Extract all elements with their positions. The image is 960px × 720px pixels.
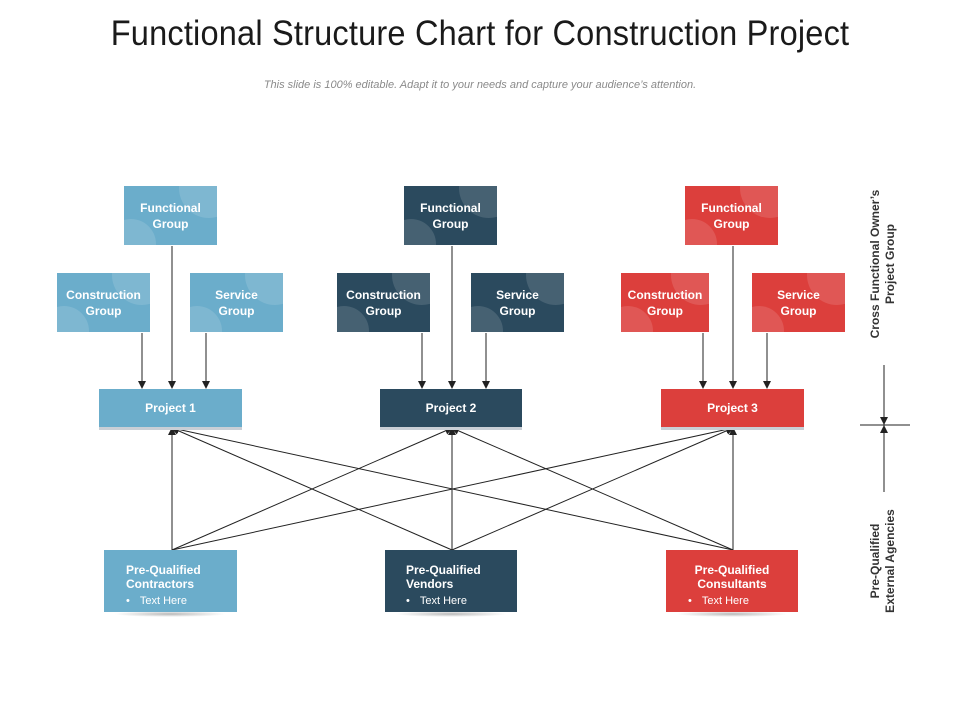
agency-bullet-consultants: •Text Here [688,595,749,607]
project-label-1: Project 1 [145,401,196,415]
functional-group-label-1: Functional [140,200,201,215]
agency-title-consultants: Pre-Qualified [694,563,770,577]
agency-box-consultants: Pre-Qualified Consultants •Text Here [666,550,798,612]
agency-subtitle-vendors: Vendors [406,577,454,591]
agency-subtitle-consultants: Consultants [697,577,767,591]
construction-group-label-3-line2: Group [646,303,683,318]
page-subtitle: This slide is 100% editable. Adapt it to… [263,79,697,91]
side-label-agencies-line1: Pre-Qualified [868,523,882,599]
functional-group-label-3: Functional [701,200,762,215]
project-box-3: Project 3 [661,389,804,427]
side-label-owners-line1: Cross Functional Owner’s [868,189,882,339]
service-group-label-3: Service [777,287,820,302]
agency-bullet-vendors: •Text Here [406,595,467,607]
agency-shadow-2 [395,611,507,617]
agency-subtitle-contractors: Contractors [126,577,195,591]
side-label-owners-group: Cross Functional Owner’s Project Group [868,184,900,344]
agency-title-vendors: Pre-Qualified [406,563,481,577]
link-consultants-project-1 [171,425,734,551]
link-consultants-project-2 [451,427,734,551]
functional-group-label-3-line2: Group [713,216,750,231]
service-group-label-1-line2: Group [218,303,255,318]
construction-group-label-3: Construction [627,287,703,302]
agency-shadow-1 [114,611,226,617]
service-group-label-2-line2: Group [499,303,536,318]
construction-group-label-1: Construction [66,287,141,302]
construction-group-label-1-line2: Group [85,303,122,318]
project-box-1: Project 1 [99,389,242,427]
construction-group-label-2: Construction [346,287,421,302]
agency-bullet-text-contractors: Text Here [139,595,187,607]
project-box-2: Project 2 [380,389,522,427]
side-label-external-agencies: Pre-Qualified External Agencies [868,501,900,621]
functional-group-label-2: Functional [420,200,481,215]
agency-bullet-text-consultants: Text Here [701,595,749,607]
agency-bullet-text-vendors: Text Here [419,595,467,607]
page-title: Functional Structure Chart for Construct… [110,14,850,53]
functional-group-label-1-line2: Group [152,216,189,231]
side-label-agencies-line2: External Agencies [883,509,897,613]
service-group-label-1: Service [215,287,258,302]
project-label-2: Project 2 [425,401,477,415]
functional-group-label-2-line2: Group [432,216,469,231]
agency-box-vendors: Pre-Qualified Vendors •Text Here [385,550,517,612]
project-label-3: Project 3 [707,401,758,415]
construction-group-label-2-line2: Group [365,303,402,318]
service-group-label-2: Service [496,287,539,302]
agency-bullet-contractors: •Text Here [126,595,187,607]
agency-shadow-3 [676,611,788,617]
agency-box-contractors: Pre-Qualified Contractors •Text Here [104,550,237,612]
agency-title-contractors: Pre-Qualified [126,563,201,577]
side-label-owners-line2: Project Group [883,224,897,305]
side-arrow-down-icon [880,417,888,425]
service-group-label-3-line2: Group [780,303,817,318]
link-vendors-project-1 [171,427,453,551]
side-arrow-up-icon [880,425,888,433]
